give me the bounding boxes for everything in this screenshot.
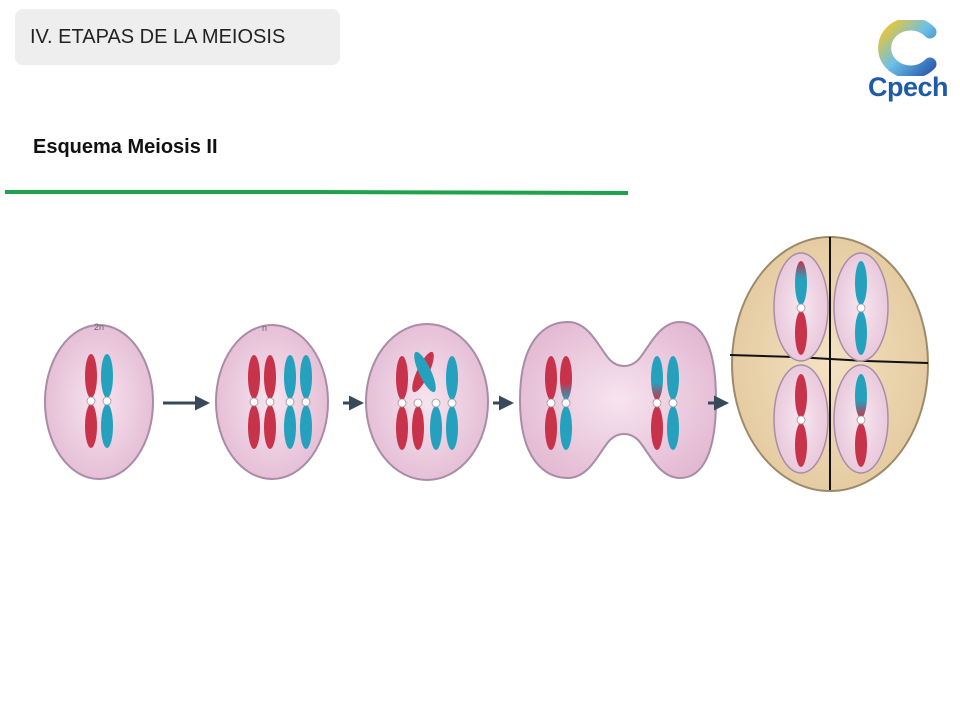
chromosome-red bbox=[545, 356, 557, 450]
chromosome-crossing-blue bbox=[414, 351, 442, 450]
chromosome-red bbox=[85, 354, 97, 448]
chromosome-red bbox=[248, 355, 260, 449]
cell-stage-1: 2n bbox=[44, 322, 154, 480]
chromosome-red-blue bbox=[560, 356, 572, 450]
stage-mark-2: n bbox=[262, 323, 267, 333]
section-title-tab: IV. ETAPAS DE LA MEIOSIS bbox=[15, 9, 340, 65]
chromosome-blue bbox=[667, 356, 679, 450]
chromosome-blue bbox=[101, 354, 113, 448]
daughter-cell-1 bbox=[773, 252, 829, 362]
chromosome-red bbox=[396, 356, 408, 450]
chromosome-blue bbox=[446, 356, 458, 450]
cell-stage-3 bbox=[365, 323, 489, 481]
diagram-subtitle: Esquema Meiosis II bbox=[33, 136, 218, 158]
daughter-cell-2 bbox=[833, 252, 889, 362]
final-cell-four-daughters bbox=[729, 236, 929, 492]
cell-stage-2: n bbox=[215, 323, 329, 480]
chromosome-blue bbox=[284, 355, 296, 449]
stage-mark-1: 2n bbox=[94, 322, 104, 332]
meiosis-ii-diagram: 2n n bbox=[44, 236, 929, 492]
daughter-cell-4 bbox=[833, 364, 889, 474]
title-underline bbox=[5, 190, 629, 195]
section-title: IV. ETAPAS DE LA MEIOSIS bbox=[30, 25, 286, 48]
cell-stage-4-dividing bbox=[518, 320, 718, 480]
daughter-cell-3 bbox=[773, 364, 829, 474]
chromosome-red bbox=[264, 355, 276, 449]
chromosome-blue bbox=[300, 355, 312, 449]
chromosome-blue-red bbox=[651, 356, 663, 450]
logo-wordmark: Cpech bbox=[868, 72, 949, 102]
cpech-c-icon bbox=[878, 20, 937, 76]
